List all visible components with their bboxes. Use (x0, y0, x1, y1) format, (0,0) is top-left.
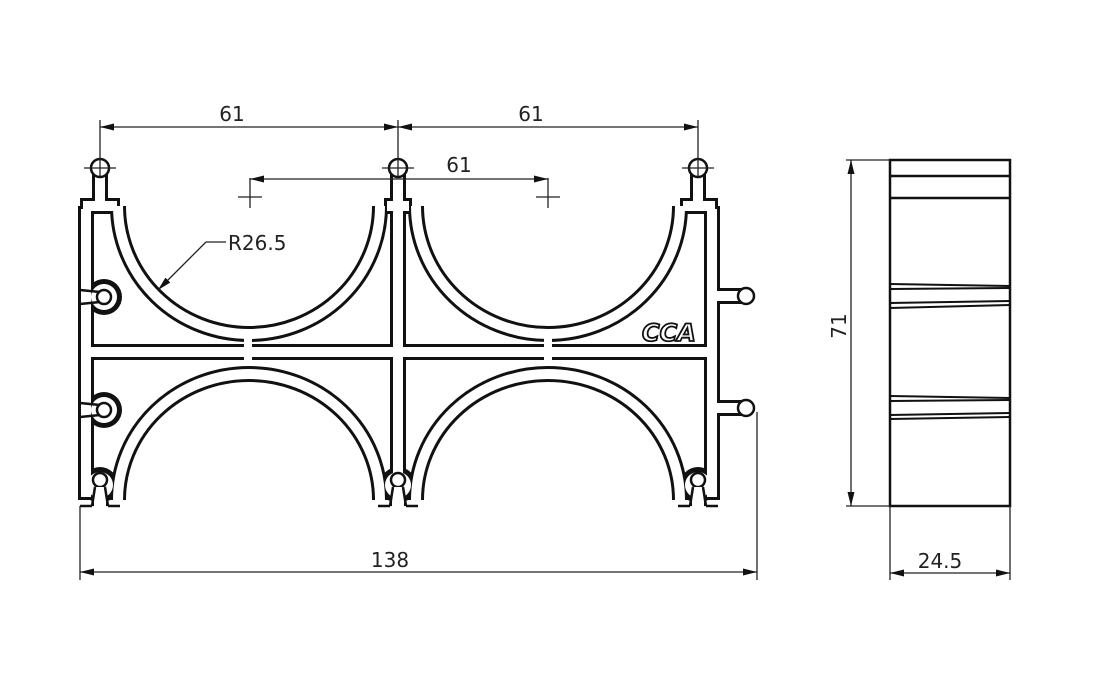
profile-side-view (888, 158, 1012, 508)
dim-height: 71 (827, 313, 851, 338)
dim-top-right: 61 (518, 102, 543, 126)
dim-top-left: 61 (219, 102, 244, 126)
dim-depth: 24.5 (918, 549, 963, 573)
side-dimensions: 71 24.5 (827, 159, 1011, 580)
profile-front-view: CCA (78, 157, 756, 508)
front-dimensions: 61 61 61 R26.5 138 (79, 102, 758, 580)
cca-logo: CCA (641, 318, 697, 348)
key-slots (80, 471, 718, 508)
dim-overall-width: 138 (371, 548, 409, 572)
dim-inner: 61 (446, 153, 471, 177)
svg-text:CCA: CCA (642, 319, 696, 347)
radius-label: R26.5 (228, 231, 286, 255)
